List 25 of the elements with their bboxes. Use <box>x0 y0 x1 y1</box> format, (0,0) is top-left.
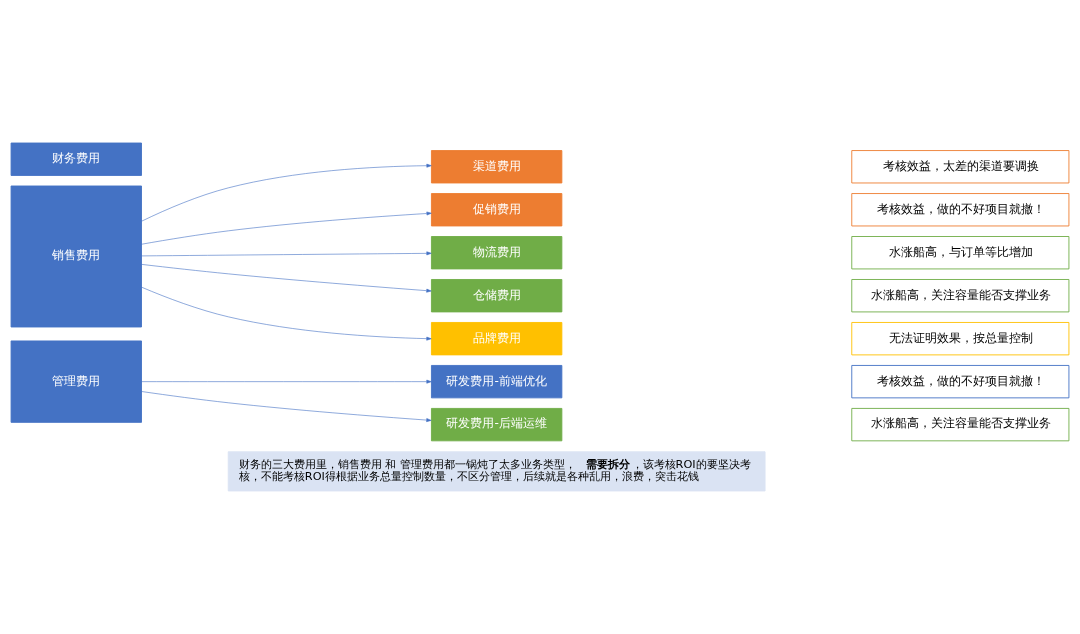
node-box: 研发费用-后端运维 <box>430 407 563 442</box>
node-box: 管理费用 <box>10 340 142 423</box>
node-box: 考核效益，太差的渠道要调换 <box>851 150 1070 184</box>
node-box: 财务费用 <box>10 142 142 176</box>
arrow <box>141 264 432 293</box>
node-box: 物流费用 <box>430 236 563 270</box>
node-box: 财务的三大费用里，销售费用 和 管理费用都一锅炖了太多业务类型，需要拆分，该考核ROI的要坚决考核，不能考核ROI得根据业务总量控制数量，不区分管理，后续就是各种乱用，浪费，突击花钱 <box>227 451 766 492</box>
node-box: 促销费用 <box>430 193 563 227</box>
node-box: 仓储费用 <box>430 279 563 313</box>
node-box: 水涨船高，关注容量能否支撑业务 <box>851 279 1070 313</box>
arrow <box>141 379 432 384</box>
node-box: 水涨船高，关注容量能否支撑业务 <box>851 407 1070 442</box>
node-box: 考核效益，做的不好项目就撤！ <box>851 365 1070 399</box>
node-box: 渠道费用 <box>430 150 563 184</box>
arrow <box>141 286 432 341</box>
arrow <box>141 391 432 422</box>
node-box: 水涨船高，与订单等比增加 <box>851 236 1070 270</box>
arrow <box>141 211 432 245</box>
node-box: 考核效益，做的不好项目就撤！ <box>851 193 1070 227</box>
arrow <box>141 251 432 257</box>
node-box: 品牌费用 <box>430 322 563 356</box>
node-box: 销售费用 <box>10 185 142 328</box>
node-box: 无法证明效果，按总量控制 <box>851 322 1070 356</box>
node-box: 研发费用-前端优化 <box>430 365 563 399</box>
arrow <box>141 163 432 222</box>
